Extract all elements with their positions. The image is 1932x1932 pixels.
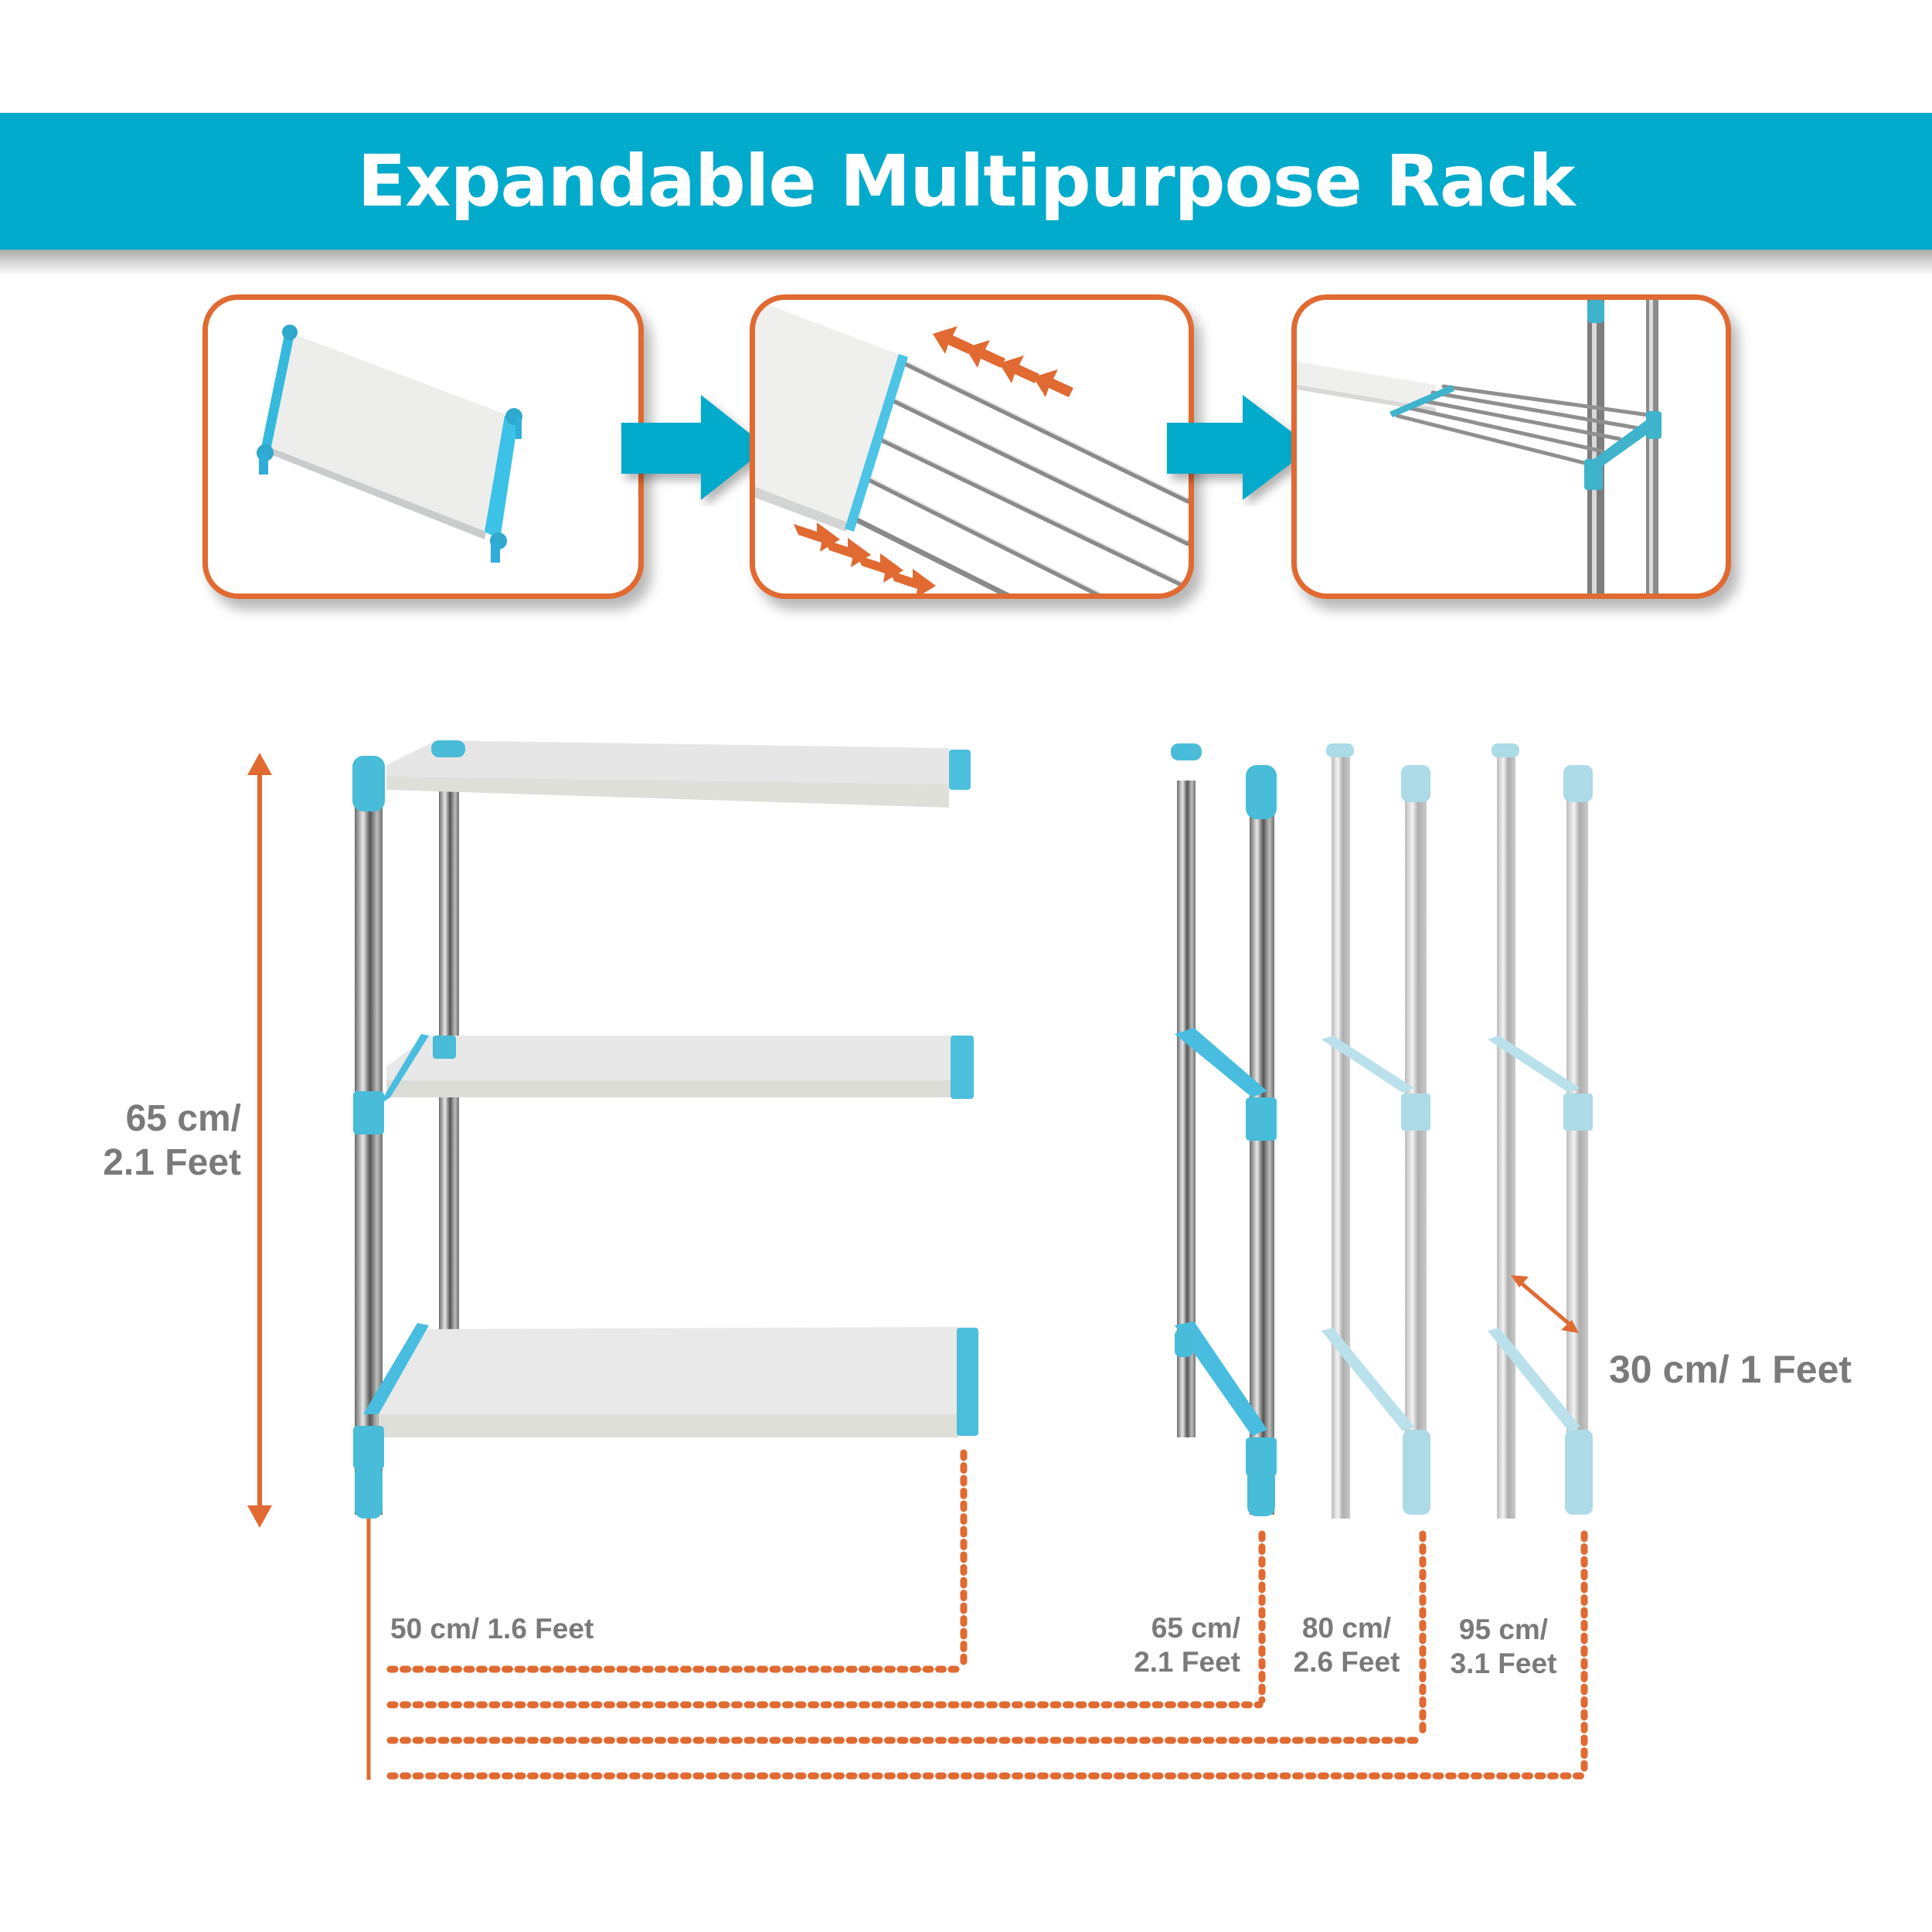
height-dimension-cm: 65 cm/ <box>125 1098 241 1139</box>
rack-extension-faded <box>1221 743 1593 1519</box>
width-65cm-label: 65 cm/ 2.1 Feet <box>1090 1611 1240 1679</box>
height-dimension-feet: 2.1 Feet <box>103 1141 241 1183</box>
width-65cm-cm: 65 cm/ <box>1151 1612 1240 1644</box>
right-arrow-icon <box>1167 395 1312 500</box>
step-panel-2 <box>750 294 1194 599</box>
height-dimension-label: 65 cm/ 2.1 Feet <box>103 1097 241 1185</box>
width-80cm-label: 80 cm/ 2.6 Feet <box>1279 1611 1414 1679</box>
step-panel-3 <box>1291 294 1731 599</box>
fitted-shelf-illustration <box>1297 300 1662 594</box>
depth-dimension-label: 30 cm/ 1 Feet <box>1609 1348 1852 1391</box>
width-50cm-label: 50 cm/ 1.6 Feet <box>390 1613 594 1645</box>
pull-arrows-icon <box>794 522 936 594</box>
page-title: Expandable Multipurpose Rack <box>357 140 1575 223</box>
banner-shadow <box>0 250 1932 276</box>
push-arrows-icon <box>933 326 1073 397</box>
width-80cm-feet: 2.6 Feet <box>1293 1645 1400 1678</box>
right-arrow-icon <box>621 395 767 500</box>
rack-main <box>352 740 1277 1519</box>
width-65cm-feet: 2.1 Feet <box>1134 1645 1240 1678</box>
title-banner <box>0 113 1932 250</box>
height-dimension-arrow-icon <box>247 753 272 1528</box>
width-95cm-feet: 3.1 Feet <box>1450 1647 1557 1679</box>
width-95cm-label: 95 cm/ 3.1 Feet <box>1436 1613 1571 1680</box>
depth-dimension-arrow-icon <box>1511 1275 1579 1333</box>
extending-shelf-illustration <box>755 300 1189 594</box>
compact-shelf-illustration <box>257 325 522 563</box>
width-dimension-lines <box>366 1449 1588 1780</box>
width-95cm-cm: 95 cm/ <box>1458 1614 1549 1645</box>
width-80cm-cm: 80 cm/ <box>1301 1612 1392 1644</box>
